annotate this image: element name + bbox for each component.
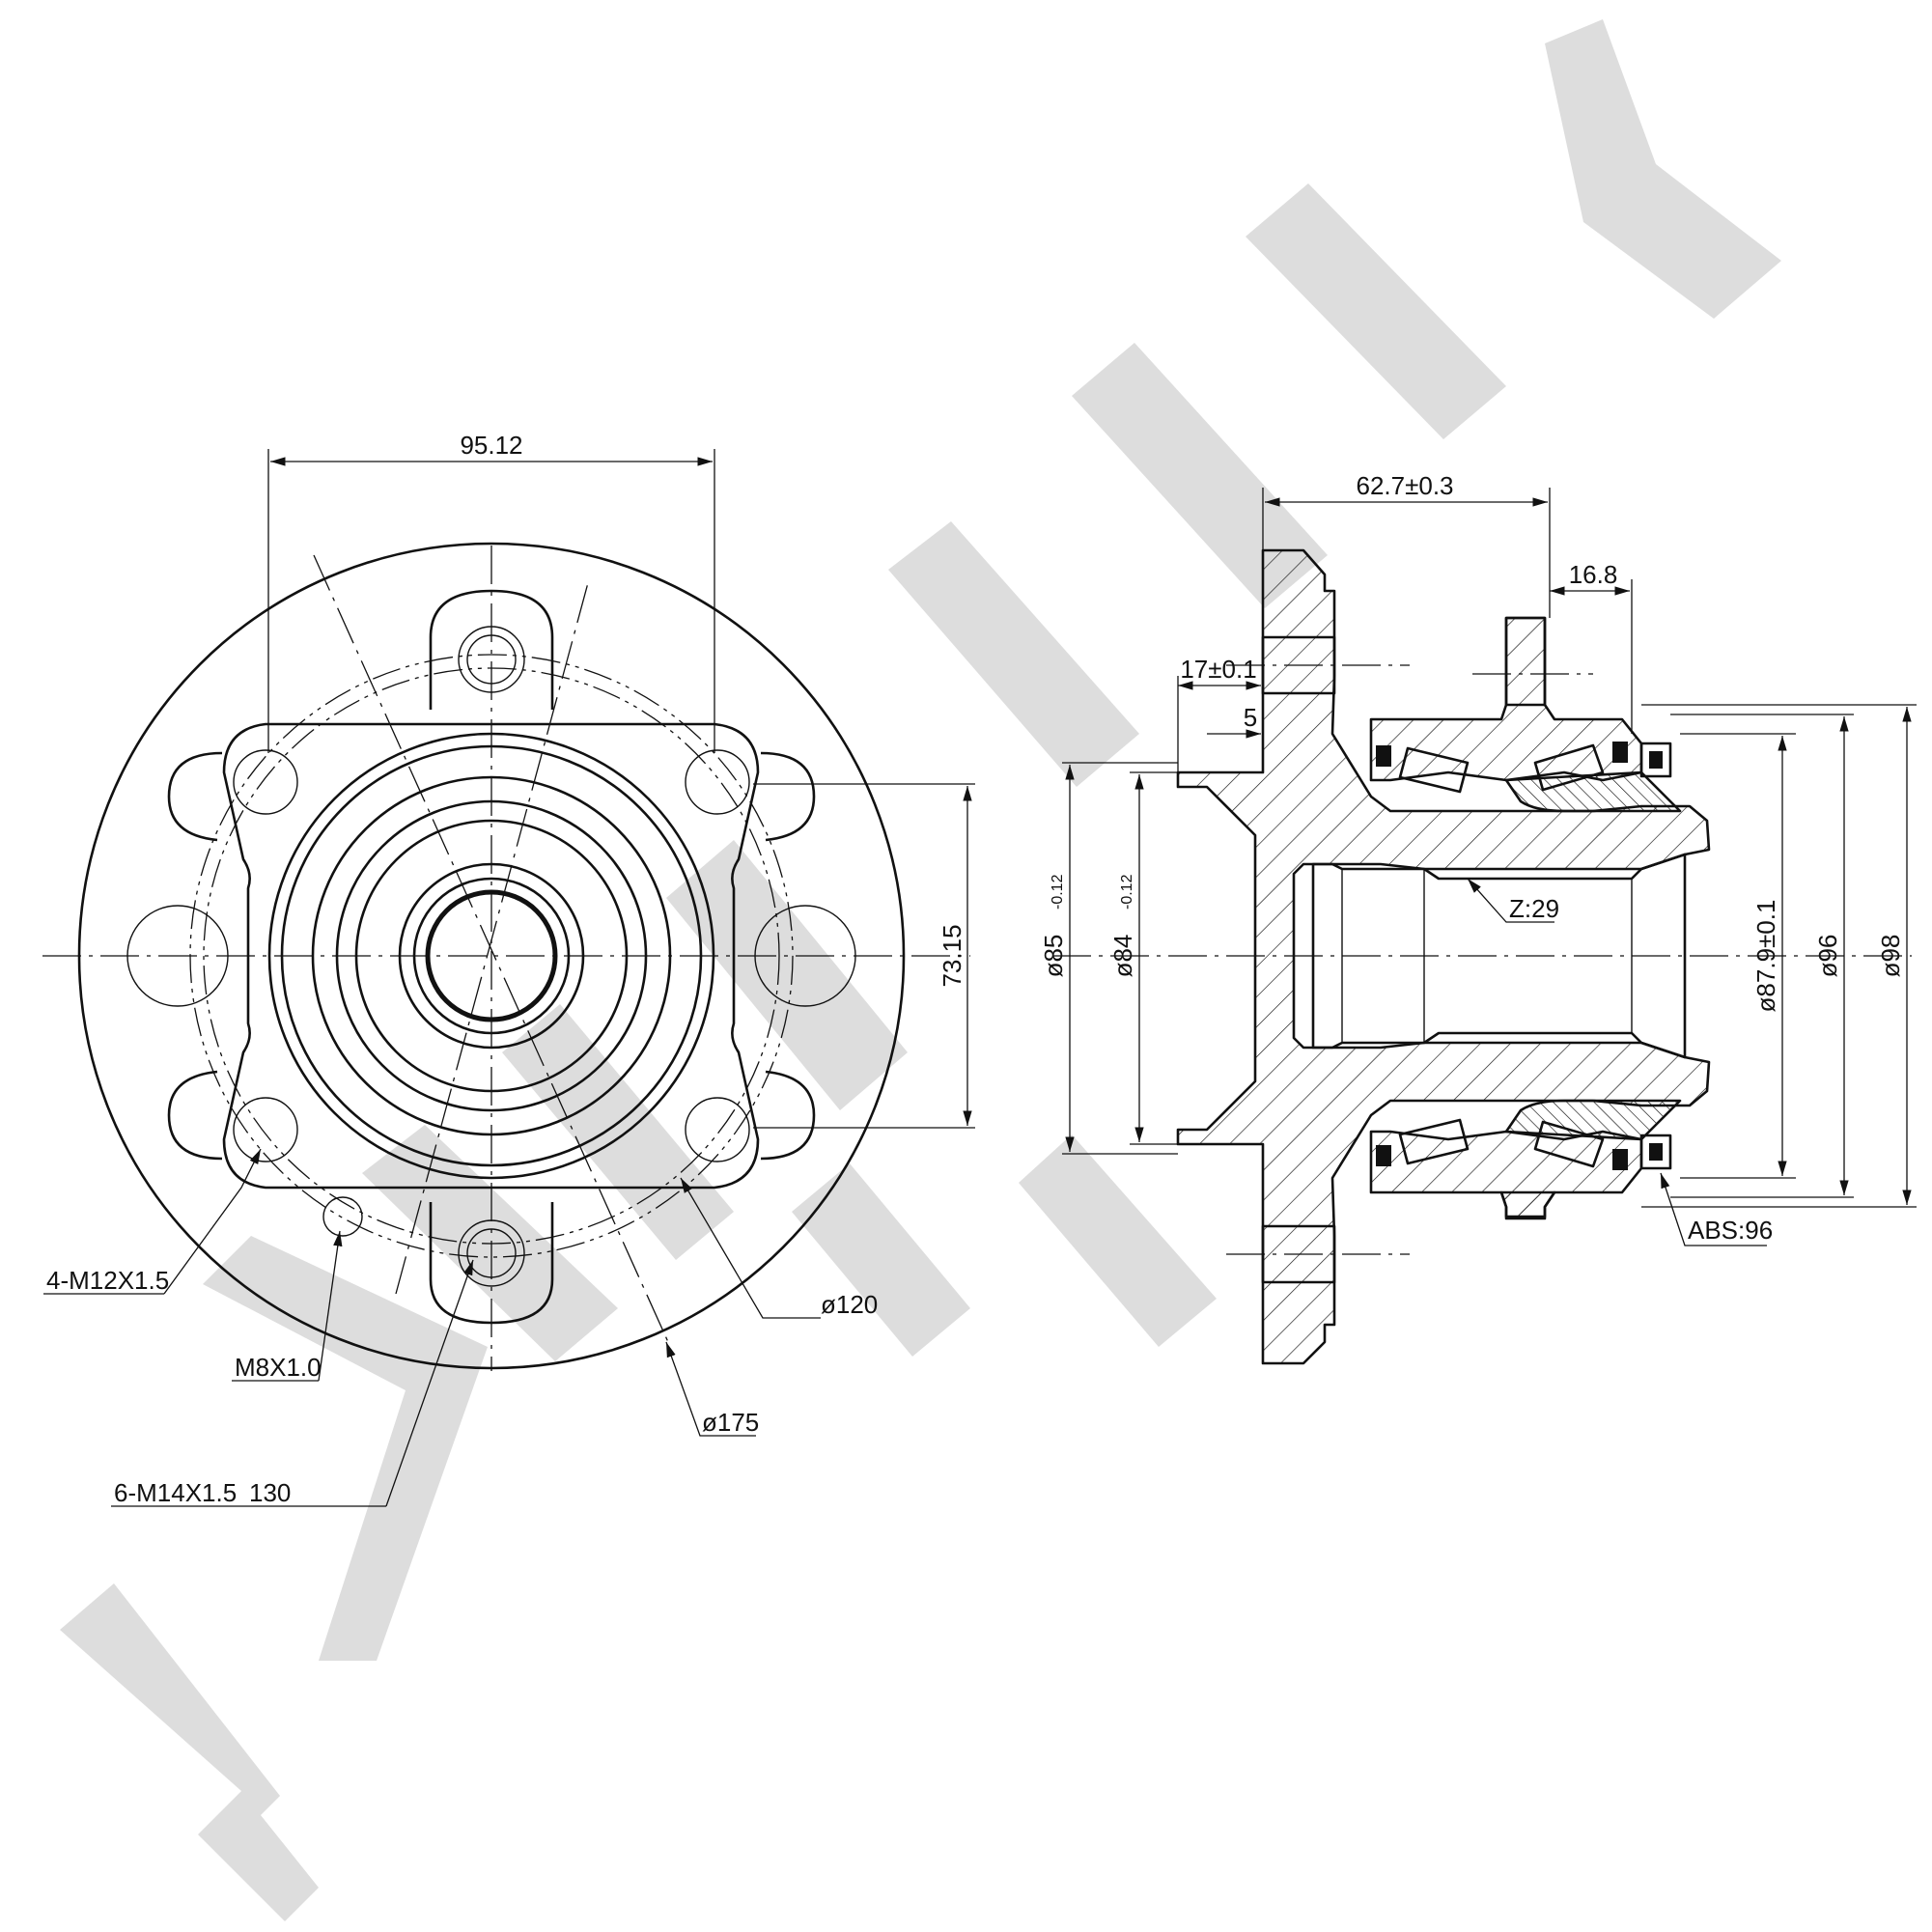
dim-98: ø98: [1876, 935, 1905, 978]
dim-85: ø85: [1039, 935, 1068, 978]
bearing-flange: [222, 722, 760, 1190]
flange-lug-right-top: [760, 751, 816, 842]
flange-lug-top: [429, 589, 554, 710]
leader-z29: [1467, 878, 1554, 923]
hub-ring-3: [311, 775, 672, 1136]
seal-upper-right: [1612, 742, 1628, 763]
dim-62-7: 62.7±0.3: [1356, 471, 1453, 500]
outer-disc: [77, 542, 906, 1370]
hub-ring-4: [335, 799, 648, 1112]
abs-seal-upper: [1649, 751, 1663, 769]
flange-lug-bottom: [429, 1202, 554, 1325]
dim-85-tol: -0.12: [1050, 874, 1066, 910]
leader-6-m14: [385, 1259, 474, 1507]
callout-pcd-130: 130: [249, 1478, 291, 1507]
dim-87-9: ø87.9±0.1: [1751, 900, 1780, 1013]
front-view: 95.12 73.15 4-M12X1.5 M8X1.0 6-M14X1.5 1…: [42, 431, 975, 1507]
dim-96: ø96: [1813, 935, 1842, 978]
dim-16-8: 16.8: [1569, 560, 1618, 589]
housing-lower-boss: [1499, 1190, 1556, 1218]
flange-lug-left-top: [167, 751, 223, 842]
leader-dia-120: [680, 1177, 821, 1319]
pitch-circle-outer: [189, 654, 794, 1258]
hub-ring-5: [354, 819, 629, 1093]
stud-hole-bottom: [458, 1219, 525, 1287]
dim-17: 17±0.1: [1180, 655, 1256, 684]
dim-5: 5: [1244, 703, 1257, 732]
dim-73-15: 73.15: [938, 924, 966, 987]
flange-bolt-hole-br: [685, 1097, 750, 1162]
flange-lug-right-bottom: [760, 1070, 816, 1161]
hub-ring-2: [280, 744, 703, 1167]
hub-bore-inner: [425, 889, 558, 1022]
zennek-watermark: [60, 19, 1781, 1921]
relief-hole-right: [754, 905, 856, 1007]
hub-ring-1: [267, 732, 715, 1180]
pitch-circle-inner: [203, 667, 780, 1245]
hub-bore-section: [1311, 853, 1687, 1059]
dim-84: ø84: [1108, 935, 1137, 978]
dim-84-tol: -0.12: [1119, 874, 1135, 910]
flange-bolt-hole-tl: [233, 749, 298, 815]
roller-upper-left: [1398, 746, 1470, 794]
stud-hole-bottom-inner: [466, 1228, 517, 1278]
flange-lug-left-bottom: [167, 1070, 223, 1161]
seal-lower-left: [1376, 1145, 1391, 1166]
callout-m8x1-0: M8X1.0: [235, 1353, 322, 1382]
roller-lower-right: [1533, 1120, 1605, 1168]
abs-seal-lower: [1649, 1143, 1663, 1161]
flange-bolt-hole-tr: [685, 749, 750, 815]
callout-dia-120: ø120: [821, 1290, 878, 1319]
roller-upper-right: [1533, 743, 1605, 792]
seal-upper-left: [1376, 745, 1391, 767]
hub-bore-outer: [412, 877, 571, 1035]
diagonal-centerline-a: [313, 554, 669, 1343]
relief-hole-left: [126, 905, 229, 1007]
m8-hole: [322, 1196, 363, 1237]
leader-m8: [318, 1230, 343, 1382]
abs-ring-lower: [1639, 1134, 1672, 1170]
spline-z29: Z:29: [1509, 894, 1559, 923]
stud-hole-top: [458, 626, 525, 693]
leader-abs: [1660, 1172, 1767, 1246]
abs-ring-upper: [1639, 742, 1672, 778]
hub-section: [1176, 548, 1711, 1365]
inner-ring-upper: [1504, 770, 1682, 813]
seal-lower-right: [1612, 1149, 1628, 1170]
inner-ring-lower: [1504, 1099, 1682, 1141]
flange-bolt-hole-bl: [233, 1097, 298, 1162]
hub-ring-6: [398, 862, 585, 1050]
abs-96: ABS:96: [1688, 1216, 1773, 1245]
diagonal-centerline-b: [395, 578, 590, 1295]
roller-lower-left: [1398, 1118, 1470, 1165]
housing-boss: [1504, 616, 1547, 707]
callout-6-m14x1-5: 6-M14X1.5: [114, 1478, 237, 1507]
section-view: 62.7±0.3 16.8 17±0.1 5 ø85 -0.12 ø84 -0.…: [1039, 471, 1917, 1365]
dim-95-12: 95.12: [460, 431, 522, 460]
callout-4-m12x1-5: 4-M12X1.5: [46, 1266, 169, 1295]
callout-dia-175: ø175: [702, 1408, 759, 1437]
leader-4-m12: [163, 1148, 262, 1295]
leader-dia-175: [665, 1341, 756, 1437]
stud-hole-top-inner: [466, 634, 517, 685]
